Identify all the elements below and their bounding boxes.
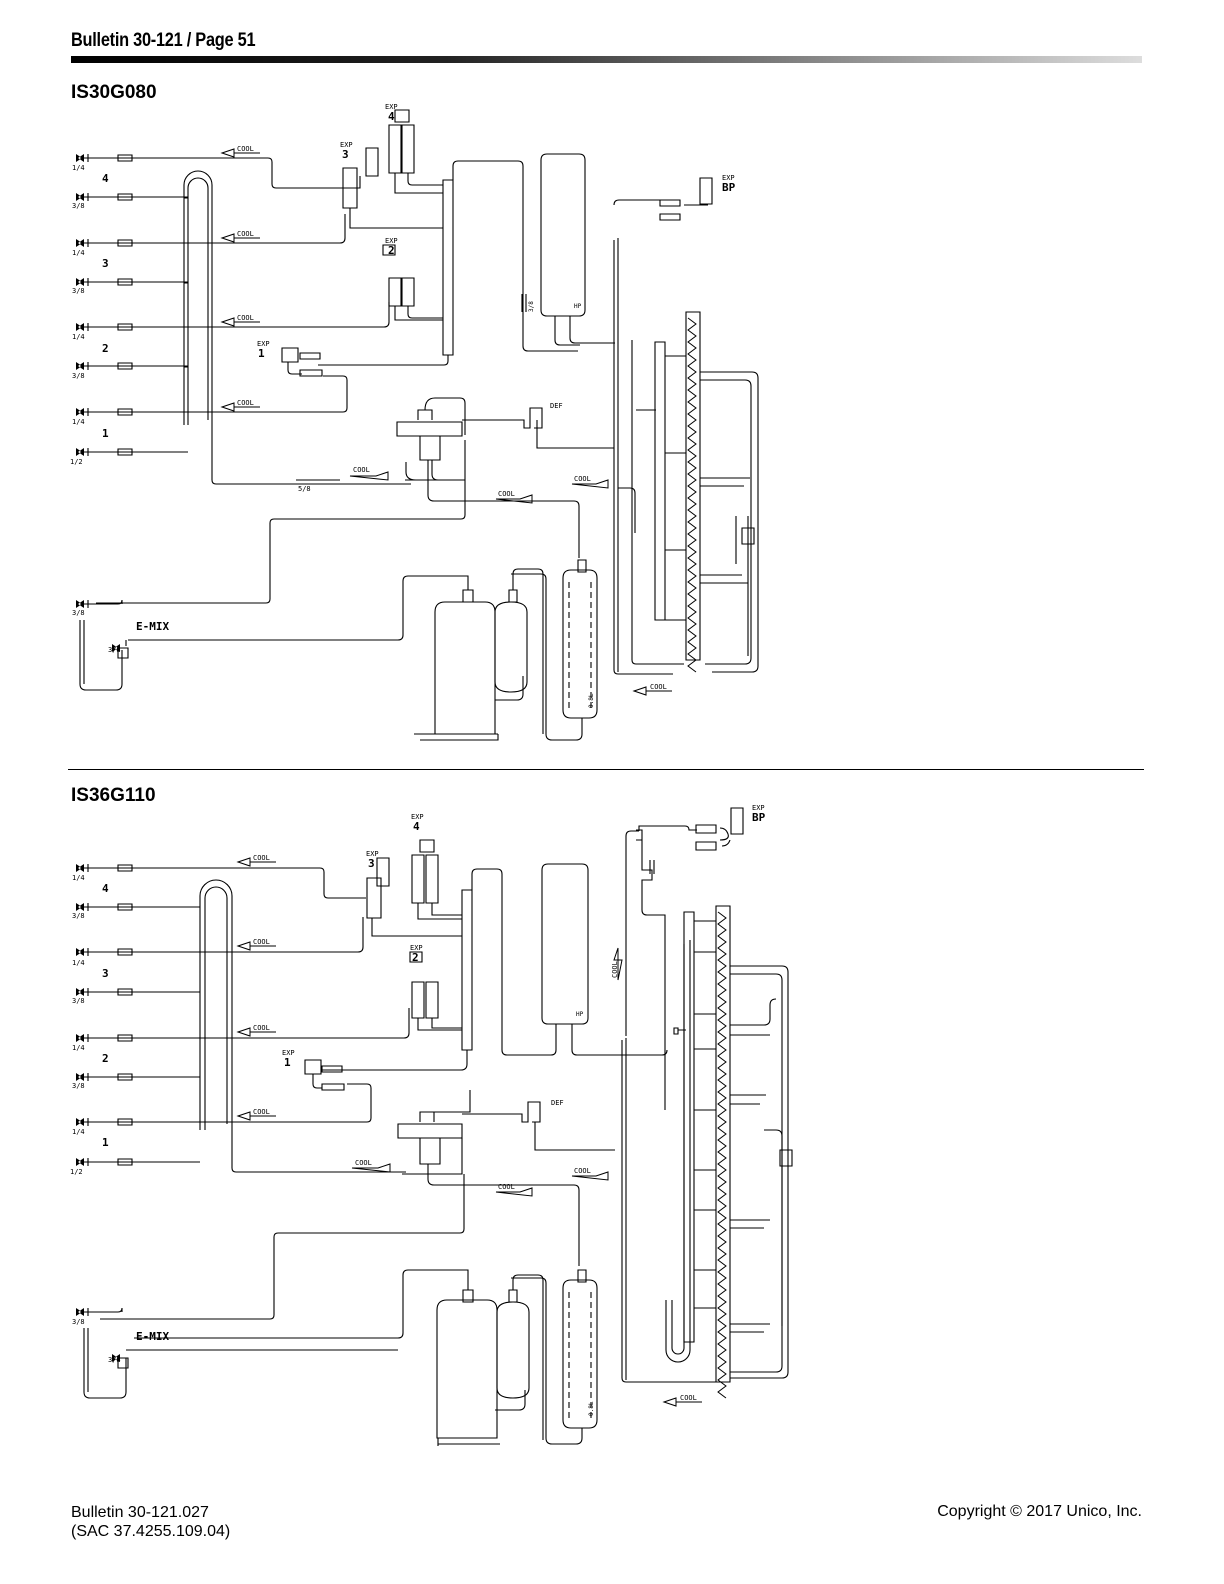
cool-label: COOL (237, 230, 254, 238)
cool-label: COOL (574, 1167, 591, 1175)
cool-label: COOL (650, 683, 667, 691)
exp-label: EXP (722, 174, 735, 182)
exp-label: EXP (366, 850, 379, 858)
size-label: 3/8 (108, 1356, 121, 1364)
cool-label: COOL (253, 854, 270, 862)
model-title-2: IS36G110 (71, 785, 156, 806)
bp-label: BP (752, 811, 766, 824)
exp-number: 4 (388, 110, 395, 123)
emix-label: E-MIX (136, 1330, 169, 1343)
model-title-1: IS30G080 (71, 82, 157, 103)
bp-label: BP (722, 181, 736, 194)
tag-label: 0.8L (588, 1401, 595, 1416)
zone-number: 2 (102, 1052, 109, 1065)
emix-label: E-MIX (136, 620, 169, 633)
exp-number: 3 (342, 148, 349, 161)
tag-label: HP (574, 303, 582, 310)
cool-label: COOL (237, 314, 254, 322)
size-label: 3/8 (72, 1318, 85, 1326)
zone-number: 3 (102, 967, 109, 980)
section-divider (68, 769, 1144, 770)
size-label: 1/4 (72, 164, 85, 172)
size-label: 3/8 (528, 301, 535, 312)
bulletin-number: Bulletin 30-121.027 (71, 1504, 209, 1521)
copyright-notice: Copyright © 2017 Unico, Inc. (937, 1503, 1142, 1520)
valve-symbols (76, 154, 120, 652)
cool-label: COOL (498, 1183, 515, 1191)
size-label: 3/8 (108, 646, 121, 654)
size-label: 3/8 (72, 609, 85, 617)
exp-number: 3 (368, 857, 375, 870)
exp-label: EXP (385, 237, 398, 245)
size-label: 3/8 (72, 912, 85, 920)
size-label: 1/4 (72, 1128, 85, 1136)
exp-label: EXP (752, 804, 765, 812)
piping-schematic-2: COOL COOL COOL COOL COOL COOL COOL COOL … (70, 804, 793, 1446)
size-label: 3/8 (72, 287, 85, 295)
size-label: 5/8 (298, 485, 311, 493)
size-label: 1/4 (72, 333, 85, 341)
tag-label: HP (576, 1011, 584, 1018)
zone-number: 2 (102, 342, 109, 355)
cool-label: COOL (253, 1024, 270, 1032)
cool-label: COOL (237, 399, 254, 407)
exp-label: EXP (411, 813, 424, 821)
def-label: DEF (551, 1099, 564, 1107)
size-label: 1/4 (72, 418, 85, 426)
size-label: 1/4 (72, 959, 85, 967)
exp-label: EXP (385, 103, 398, 111)
zone-valves (80, 154, 390, 456)
exp-number: 4 (413, 820, 420, 833)
size-label: 3/8 (72, 372, 85, 380)
exp-number: 1 (258, 347, 265, 360)
def-label: DEF (550, 402, 563, 410)
cool-label: COOL (611, 961, 619, 978)
exp-number: 2 (412, 951, 419, 964)
size-label: 3/8 (72, 202, 85, 210)
exp-label: EXP (340, 141, 353, 149)
cool-label: COOL (253, 938, 270, 946)
size-label: 1/4 (72, 874, 85, 882)
coil-zigzag (717, 911, 727, 1399)
exp-number: 2 (388, 244, 395, 257)
size-label: 1/4 (72, 249, 85, 257)
cool-label: COOL (355, 1159, 372, 1167)
cool-label: COOL (237, 145, 254, 153)
size-label: 3/8 (72, 997, 85, 1005)
zone-number: 4 (102, 882, 109, 895)
header-rule (71, 56, 1142, 63)
page-header-title: Bulletin 30-121 / Page 51 (71, 30, 256, 51)
tag-label: 0.8L (588, 693, 595, 708)
exp-label: EXP (257, 340, 270, 348)
piping-diagram-1: COOL COOL COOL COOL COOL COOL COOL COOL … (0, 0, 1224, 760)
size-label: 1/2 (70, 1168, 83, 1176)
zone-number: 1 (102, 427, 109, 440)
size-label: 3/8 (72, 1082, 85, 1090)
zone-number: 3 (102, 257, 109, 270)
cool-label: COOL (680, 1394, 697, 1402)
piping-schematic-1: COOL COOL COOL COOL COOL COOL COOL COOL … (70, 103, 759, 741)
size-label: 1/2 (70, 458, 83, 466)
cool-label: COOL (498, 490, 515, 498)
footer-bulletin: Bulletin 30-121.027 (SAC 37.4255.109.04) (71, 1503, 230, 1541)
zone-number: 4 (102, 172, 109, 185)
sac-number: (SAC 37.4255.109.04) (71, 1523, 231, 1540)
size-label: 1/4 (72, 1044, 85, 1052)
cool-label: COOL (253, 1108, 270, 1116)
coil-zigzag (687, 317, 697, 673)
piping-diagram-2: COOL COOL COOL COOL COOL COOL COOL COOL … (0, 700, 1224, 1460)
exp-label: EXP (410, 944, 423, 952)
exp-number: 1 (284, 1056, 291, 1069)
cool-label: COOL (353, 466, 370, 474)
exp-label: EXP (282, 1049, 295, 1057)
valve-symbols (76, 864, 120, 1362)
cool-label: COOL (574, 475, 591, 483)
zone-number: 1 (102, 1136, 109, 1149)
